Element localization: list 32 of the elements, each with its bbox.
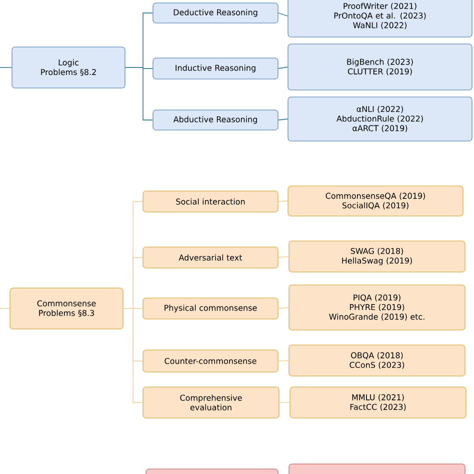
connector-line bbox=[0, 308, 10, 309]
connector-line bbox=[124, 67, 154, 120]
connector-line bbox=[278, 66, 288, 69]
category-box: Logic Problems §8.2 bbox=[12, 46, 126, 88]
connector-line bbox=[278, 360, 290, 362]
dataset-box: MMLU (2021) FactCC (2023) bbox=[290, 386, 466, 418]
subcategory-box: Deductive Reasoning bbox=[152, 2, 278, 24]
connector-line bbox=[278, 12, 288, 16]
dataset-box: BigBench (2023) CLUTTER (2019) bbox=[288, 44, 472, 90]
subcategory-box: Inductive Reasoning bbox=[152, 58, 278, 80]
connector-line bbox=[278, 118, 288, 120]
subcategory-box: Social interaction bbox=[142, 190, 278, 212]
dataset-box: ProofWriter (2021) PrOntoQA et al. (2023) WaNLI (2022) bbox=[288, 0, 472, 38]
category-box: Commonsense Problems §8.3 bbox=[10, 288, 124, 330]
subcategory-box: Counter-commonsense bbox=[142, 350, 278, 372]
dataset-box: PIQA (2019) PHYRE (2019) WinoGrande (2019) etc. bbox=[288, 284, 466, 330]
connector-line bbox=[122, 308, 144, 403]
dataset-box: SWAG (2018) HellaSwag (2019) bbox=[288, 240, 466, 272]
dataset-box: CommonsenseQA (2019) SocialIQA (2019) bbox=[288, 186, 464, 216]
subcategory-box: Comprehensive evaluation bbox=[142, 386, 280, 418]
dataset-box bbox=[288, 464, 466, 474]
subcategory-box: Physical commonsense bbox=[142, 298, 278, 320]
dataset-box: αNLI (2022) AbductionRule (2022) αARCT (2019) bbox=[288, 96, 472, 142]
subcategory-box bbox=[146, 468, 278, 474]
connector-line bbox=[278, 307, 290, 309]
connector-line bbox=[0, 67, 12, 68]
subcategory-box: Abductive Reasoning bbox=[152, 110, 278, 130]
connector-line bbox=[278, 200, 288, 202]
dataset-box: OBQA (2018) CConS (2023) bbox=[288, 344, 466, 376]
subcategory-box: Adversarial text bbox=[142, 246, 278, 268]
connector-line bbox=[278, 256, 290, 258]
connector-line bbox=[278, 402, 290, 403]
